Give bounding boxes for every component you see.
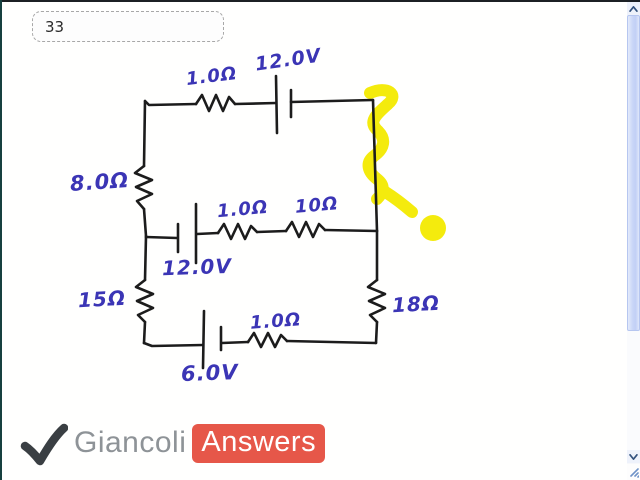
resistor-mid-1 bbox=[216, 222, 259, 241]
vertical-scrollbar[interactable] bbox=[627, 2, 640, 480]
wire-top2 bbox=[233, 101, 278, 106]
wire-bottom3 bbox=[285, 339, 378, 345]
checkmark-icon bbox=[20, 423, 68, 466]
label-lower-right-resistor: 18Ω bbox=[391, 290, 441, 318]
wire-mid3 bbox=[255, 229, 288, 234]
label-middle-battery: 12.0V bbox=[161, 253, 233, 281]
wire-top bbox=[143, 99, 198, 107]
resize-grip-icon bbox=[629, 467, 639, 478]
scrollbar-track[interactable] bbox=[627, 331, 640, 450]
highlighter-dot bbox=[420, 215, 446, 241]
resistor-bottom bbox=[246, 331, 289, 349]
wire-mid2 bbox=[195, 231, 220, 236]
chevron-up-icon bbox=[629, 5, 638, 12]
label-left-resistor: 8.0Ω bbox=[69, 167, 130, 197]
resistor-lower-left bbox=[134, 278, 155, 324]
wire-bottom2 bbox=[220, 340, 250, 345]
label-middle-resistor-2: 10Ω bbox=[294, 193, 340, 218]
highlighter-stroke bbox=[362, 84, 418, 218]
wire-top3 bbox=[289, 98, 375, 104]
chevron-down-icon bbox=[629, 453, 638, 460]
logo-name: Giancoli bbox=[74, 426, 187, 459]
wire-left-upper bbox=[142, 99, 147, 168]
window-border-top bbox=[0, 0, 640, 2]
wire-left-lower bbox=[143, 234, 148, 282]
wire-right-upper bbox=[371, 98, 379, 233]
giancoli-answers-logo: Giancoli Answers bbox=[16, 419, 326, 467]
logo-badge: Answers bbox=[192, 423, 326, 463]
wire-bottom1 bbox=[142, 341, 205, 348]
scroll-down-button[interactable] bbox=[627, 450, 640, 463]
battery-bottom-long bbox=[201, 309, 206, 370]
resistor-mid-2 bbox=[284, 220, 327, 239]
wire-left-bottom bbox=[142, 320, 147, 345]
wire-left-mid bbox=[142, 207, 148, 238]
window-border-left bbox=[0, 0, 2, 480]
label-bottom-resistor: 1.0Ω bbox=[249, 309, 302, 334]
resize-grip[interactable] bbox=[627, 464, 640, 480]
battery-top-long bbox=[274, 74, 279, 135]
resistor-lower-right bbox=[366, 278, 387, 324]
resistor-left bbox=[133, 164, 154, 211]
scroll-up-button[interactable] bbox=[627, 2, 640, 15]
resistor-top bbox=[194, 93, 237, 113]
question-number: 33 bbox=[45, 17, 65, 36]
label-middle-resistor-1: 1.0Ω bbox=[216, 196, 270, 223]
wire-mid1 bbox=[144, 235, 179, 240]
scrollbar-thumb[interactable] bbox=[627, 15, 640, 331]
label-lower-left-resistor: 15Ω bbox=[77, 285, 127, 313]
question-number-box[interactable]: 33 bbox=[32, 11, 224, 42]
label-bottom-battery: 6.0V bbox=[180, 360, 239, 386]
wire-right-bottom bbox=[374, 320, 379, 345]
wire-mid4 bbox=[323, 228, 379, 233]
